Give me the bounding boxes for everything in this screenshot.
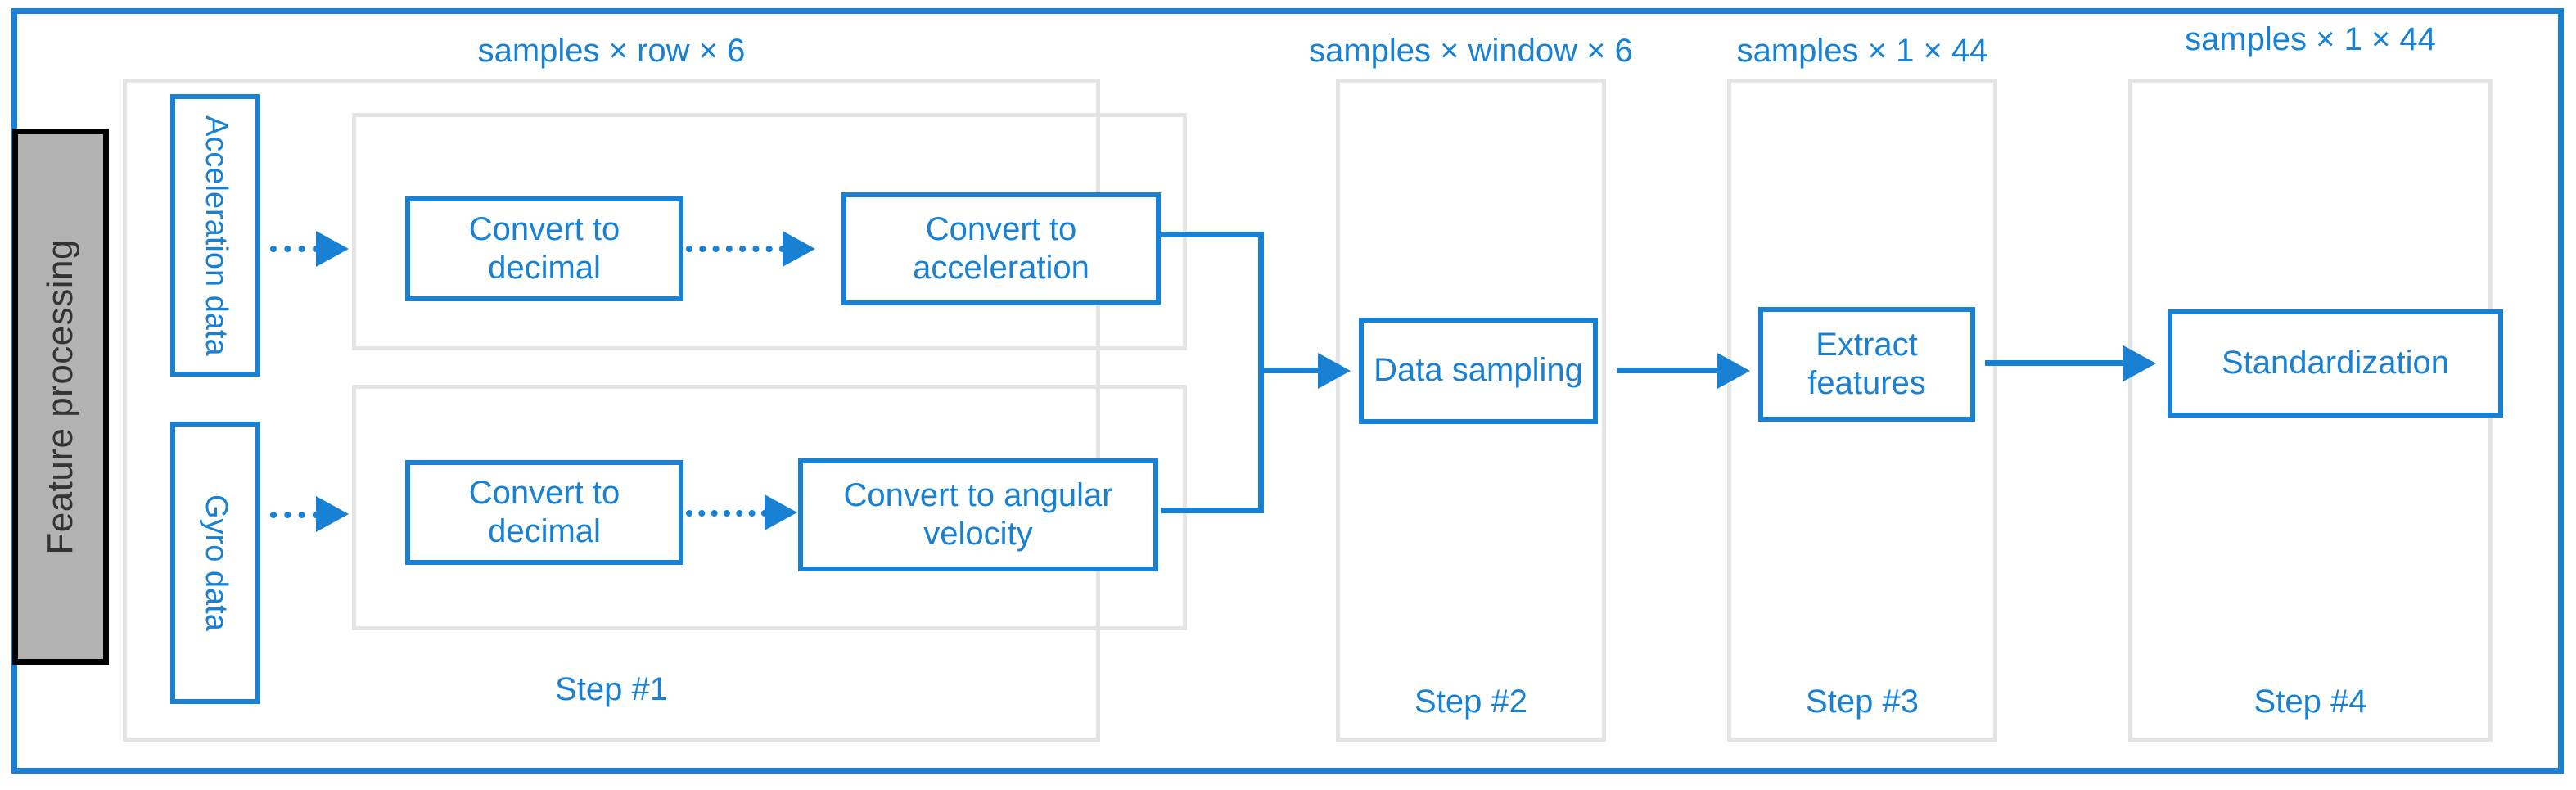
dotted-connector-gyro-to-decimal	[270, 512, 319, 518]
shape-label-step-1: samples × row × 6	[477, 33, 746, 69]
data-sampling-node: Data sampling	[1359, 318, 1598, 424]
dotted-connector-decimal-to-acceleration	[686, 246, 786, 252]
arrowhead-icon-to-data-sampling	[1318, 353, 1351, 389]
shape-label-step-3: samples × 1 × 44	[1736, 33, 1988, 69]
convert-to-decimal-gyro-node: Convert to decimal	[405, 460, 683, 565]
convert-to-decimal-acceleration-node: Convert to decimal	[405, 196, 683, 301]
convert-to-angular-velocity-node: Convert to angular velocity	[798, 458, 1158, 571]
arrowhead-icon-gyro-to-decimal	[316, 496, 349, 532]
step-3-group	[1727, 79, 1997, 742]
acceleration-data-label: Acceleration data	[198, 115, 233, 356]
arrowhead-icon-to-extract-features	[1717, 353, 1750, 389]
acceleration-data-node: Acceleration data	[170, 94, 260, 377]
merge-line-top	[1161, 232, 1264, 237]
shape-label-step-4: samples × 1 × 44	[2185, 21, 2436, 57]
arrowhead-icon-decimal-to-acceleration	[783, 231, 815, 267]
page-title: Feature processing	[40, 238, 80, 555]
feature-processing-title-tab: Feature processing	[12, 129, 109, 665]
dotted-connector-acceleration-to-decimal	[270, 246, 319, 252]
arrowhead-icon-decimal-to-angular-velocity	[765, 494, 797, 530]
step-caption-3: Step #3	[1806, 684, 1919, 720]
merge-line-to-data-sampling	[1258, 368, 1324, 373]
arrowhead-icon-to-standardization	[2123, 345, 2156, 381]
extract-features-node: Extract features	[1758, 307, 1975, 422]
gyro-data-label: Gyro data	[198, 494, 233, 631]
step-2-group	[1336, 79, 1606, 742]
step-1-group	[123, 79, 1100, 742]
gyro-data-node: Gyro data	[170, 422, 260, 704]
shape-label-step-2: samples × window × 6	[1309, 33, 1633, 69]
convert-to-acceleration-node: Convert to acceleration	[841, 192, 1161, 305]
merge-line-bottom	[1161, 508, 1264, 513]
step-caption-2: Step #2	[1414, 684, 1527, 720]
diagram-outer-frame	[11, 8, 2564, 774]
step-caption-4: Step #4	[2253, 684, 2367, 720]
standardization-node: Standardization	[2168, 309, 2503, 418]
line-extract-to-standardization	[1985, 360, 2131, 366]
dotted-connector-decimal-to-angular-velocity	[686, 510, 768, 517]
step-caption-1: Step #1	[555, 671, 668, 707]
arrowhead-icon-acceleration-to-decimal	[316, 231, 349, 267]
line-sampling-to-extract	[1617, 368, 1723, 373]
